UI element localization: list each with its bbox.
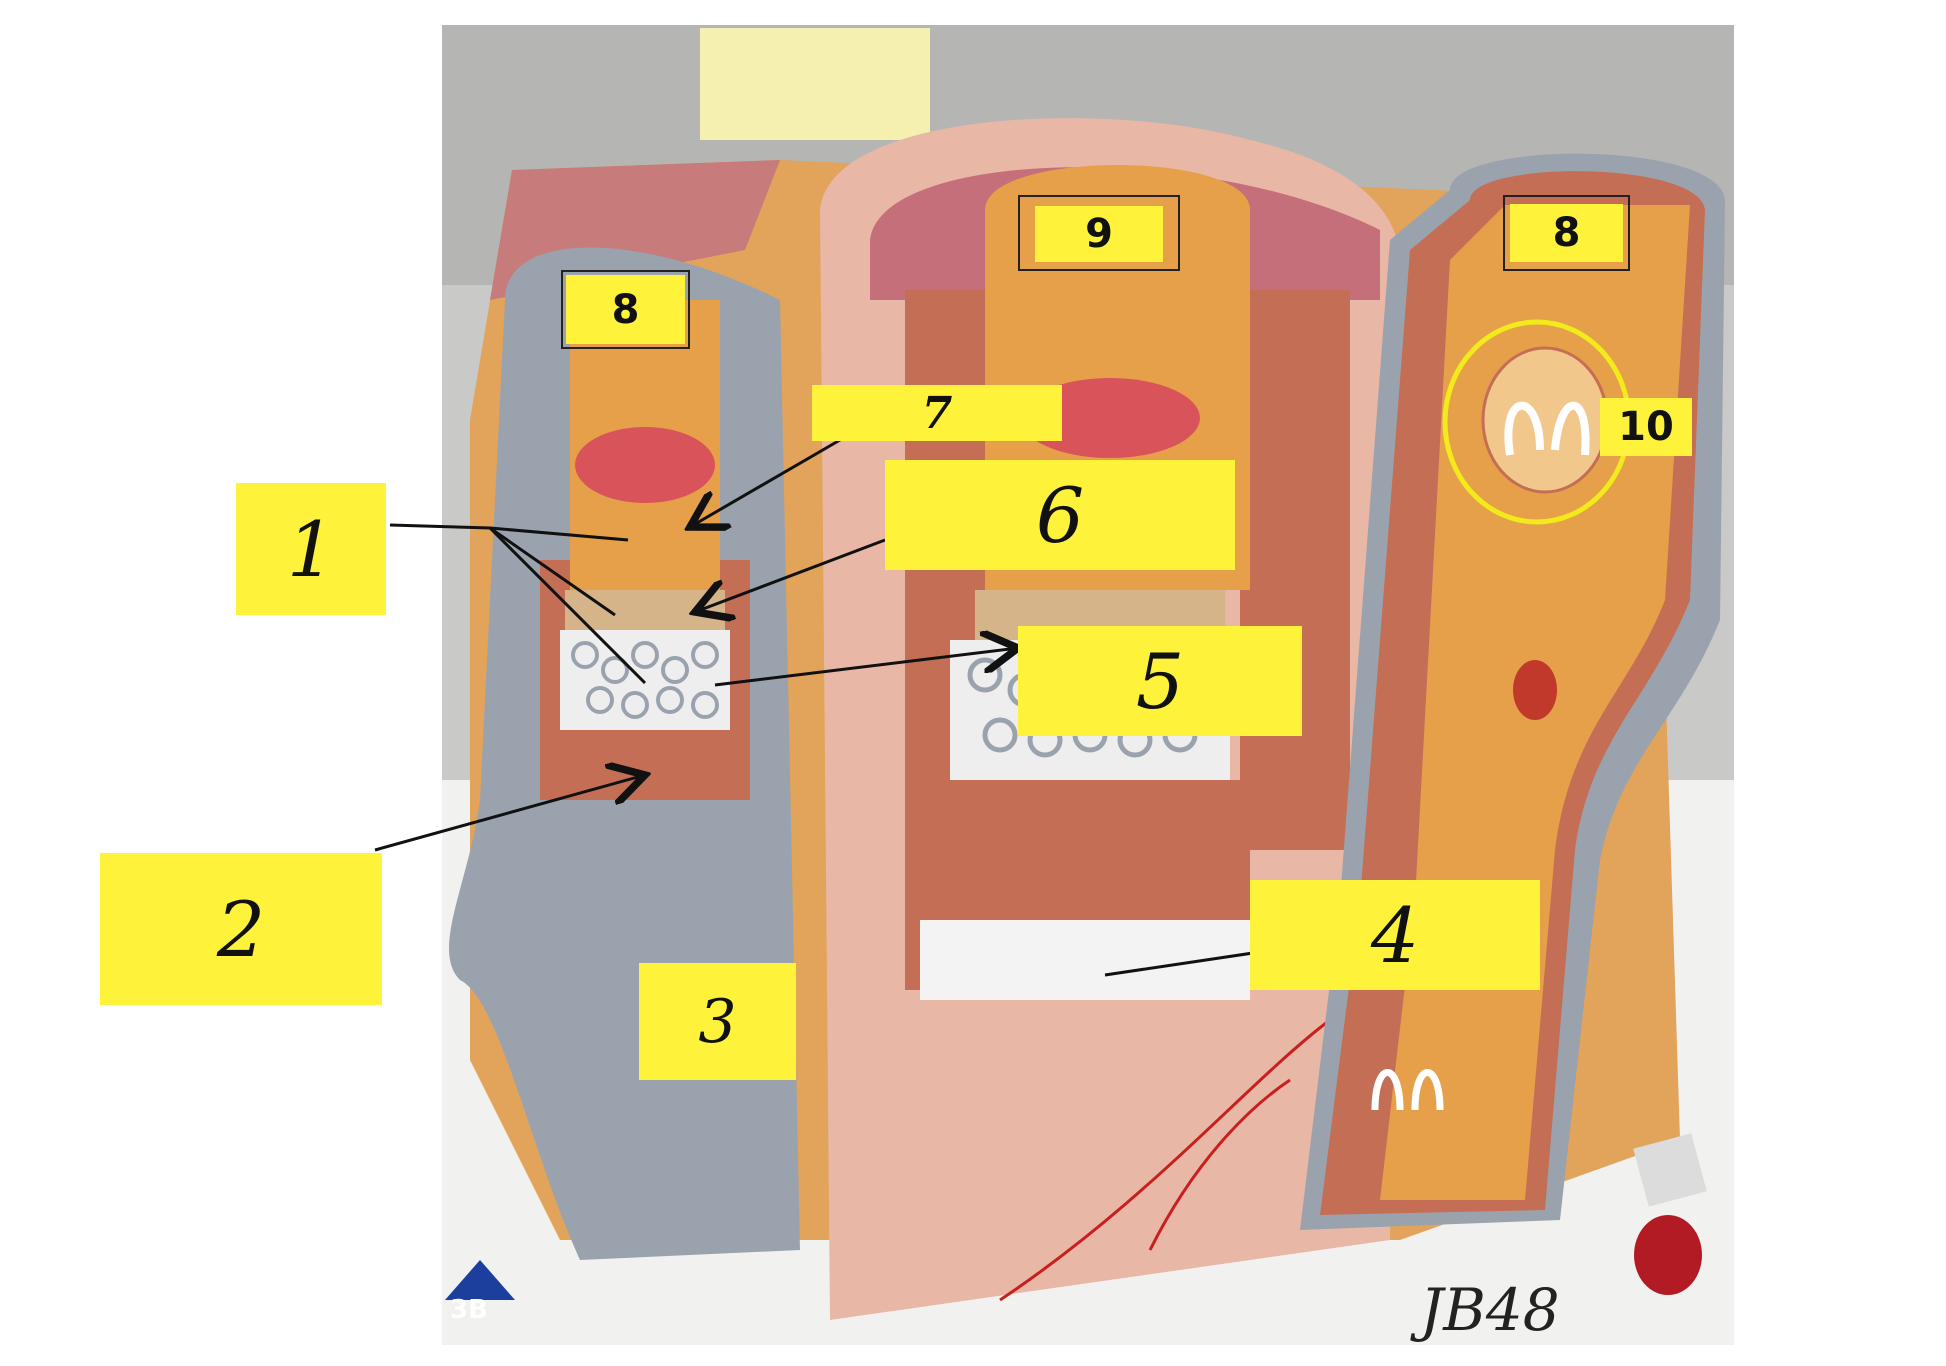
label-9: 9 xyxy=(1035,206,1163,262)
label-6-text: 6 xyxy=(1035,470,1085,560)
notepad xyxy=(700,28,930,140)
label-6: 6 xyxy=(885,460,1235,570)
lower-valve-cusps xyxy=(1371,1069,1444,1111)
center-artery-external-elastic xyxy=(920,920,1250,1000)
center-artery-vasa-vasorum xyxy=(999,1018,1331,1302)
label-8b: 8 xyxy=(1510,204,1623,262)
label-9-frame xyxy=(1018,195,1180,271)
label-7: 7 xyxy=(812,385,1062,441)
brand-logo xyxy=(445,1260,515,1300)
label-4-text: 4 xyxy=(1370,890,1420,980)
label-8b-frame xyxy=(1503,195,1630,271)
venous-valve xyxy=(1481,346,1609,494)
arrow-5 xyxy=(714,648,1018,687)
label-10: 10 xyxy=(1600,398,1692,456)
right-vessel-branch-opening xyxy=(1513,660,1557,720)
label-4: 4 xyxy=(1250,880,1540,990)
arrow-1-c xyxy=(488,526,647,685)
arrow-2 xyxy=(374,775,645,852)
label-8a-frame xyxy=(561,270,690,349)
label-2-text: 2 xyxy=(216,884,266,974)
label-1: 1 xyxy=(236,483,386,615)
center-artery-media-right xyxy=(1240,290,1350,850)
center-artery-lumen xyxy=(1020,378,1200,458)
label-8b-text: 8 xyxy=(1552,210,1581,256)
label-3-text: 3 xyxy=(698,986,737,1057)
label-5-text: 5 xyxy=(1135,636,1185,726)
center-artery-smooth-muscle xyxy=(930,780,1250,920)
label-1-text: 1 xyxy=(286,504,336,594)
left-vessel-elastic-mesh xyxy=(571,641,719,719)
brand-logo-text: 3B xyxy=(450,1295,488,1325)
label-7-text: 7 xyxy=(921,387,953,439)
label-2: 2 xyxy=(100,853,382,1005)
label-8a: 8 xyxy=(566,275,685,344)
label-8a-text: 8 xyxy=(611,286,640,333)
label-9-text: 9 xyxy=(1085,211,1113,257)
corner-sticker xyxy=(1633,1133,1707,1207)
left-vessel-lumen xyxy=(575,427,715,503)
label-3: 3 xyxy=(639,963,796,1080)
arrow-6 xyxy=(695,538,886,612)
handwritten-tag: JB48 xyxy=(1410,1276,1560,1344)
label-10-text: 10 xyxy=(1618,404,1674,450)
arrow-1-b xyxy=(489,526,616,617)
red-sticker xyxy=(1634,1215,1702,1295)
arrow-7 xyxy=(690,438,841,527)
label-5: 5 xyxy=(1018,626,1302,736)
venous-valve-cusps xyxy=(1504,401,1590,456)
